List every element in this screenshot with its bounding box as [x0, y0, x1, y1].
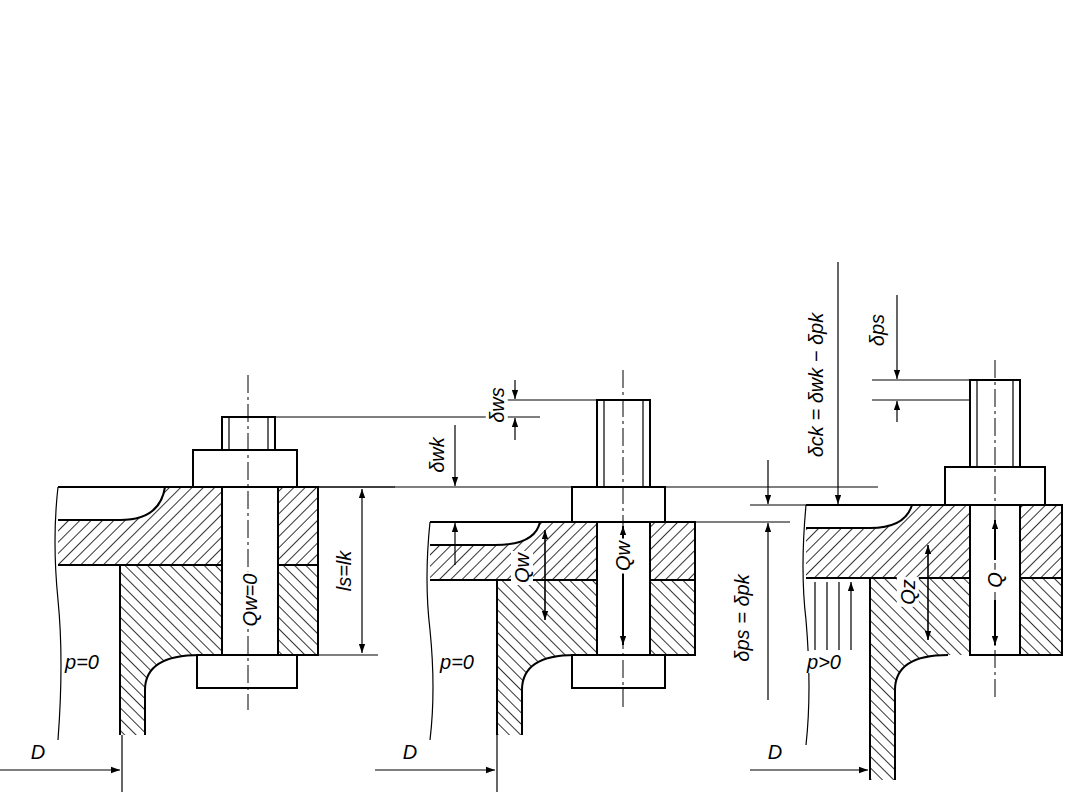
dimension-label: δwk	[426, 435, 448, 475]
annotation-label: D	[401, 741, 419, 763]
dimension-label: Q	[984, 570, 1006, 590]
annotation-label: D	[29, 741, 47, 763]
annotation-label: p=0	[63, 651, 101, 673]
annotation-label: p=0	[438, 651, 476, 673]
annotation-label: p>0	[805, 651, 843, 673]
dimension-label: δps = δpk	[731, 572, 753, 663]
dimension-label: Qw	[511, 551, 533, 585]
dimension-label: δps	[866, 312, 888, 348]
dimension-label: δws	[486, 385, 508, 425]
annotation-label: D	[766, 741, 784, 763]
dimension-label: Qz	[897, 577, 919, 607]
dimension-label: Qw	[612, 539, 634, 573]
dimension-label: Qw=0	[239, 572, 261, 629]
dimension-label: ls=lk	[333, 549, 355, 594]
dimension-label: δck = δwk − δpk	[805, 311, 827, 460]
